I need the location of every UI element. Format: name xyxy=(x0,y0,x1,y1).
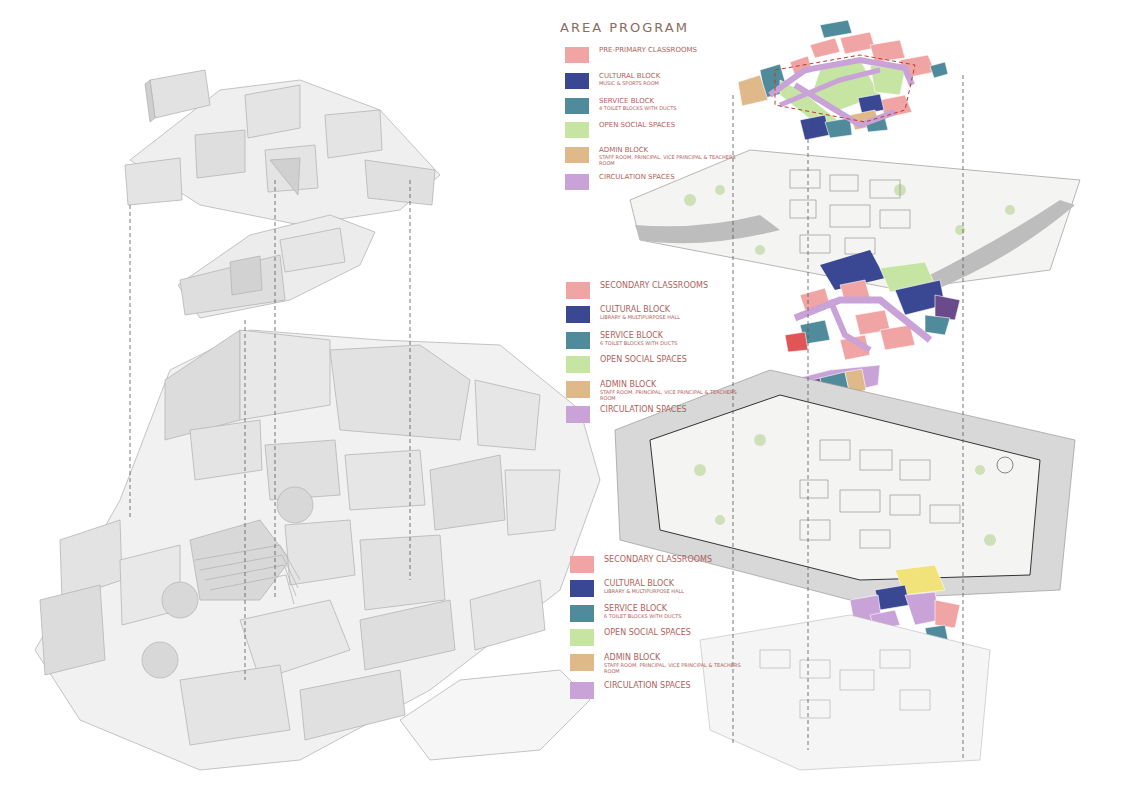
legend-subtext: STAFF ROOM, PRINCIPAL, VICE PRINCIPAL & … xyxy=(604,662,754,674)
legend-text: CULTURAL BLOCK xyxy=(599,72,660,80)
legend-subtext: MUSIC & SPORTS ROOM xyxy=(599,80,659,86)
legend-text: CIRCULATION SPACES xyxy=(604,681,691,690)
legend-swatch xyxy=(565,98,589,114)
legend-subtext: STAFF ROOM, PRINCIPAL, VICE PRINCIPAL & … xyxy=(600,389,750,401)
legend-swatch xyxy=(565,147,589,163)
alignment-lines-plans xyxy=(733,75,963,760)
legend-text: CIRCULATION SPACES xyxy=(599,173,675,181)
legend-swatch xyxy=(570,682,594,699)
axonometric-model xyxy=(35,70,600,770)
legend-subtext: STAFF ROOM, PRINCIPAL, VICE PRINCIPAL & … xyxy=(599,154,749,166)
legend-text: CIRCULATION SPACES xyxy=(600,405,687,414)
legend-subtext: 4 TOILET BLOCKS WITH DUCTS xyxy=(599,105,676,111)
legend-text: SERVICE BLOCK xyxy=(600,331,663,340)
legend-text: OPEN SOCIAL SPACES xyxy=(600,355,687,364)
legend-text: SECONDARY CLASSROOMS xyxy=(604,555,712,564)
legend-swatch xyxy=(566,306,590,323)
legend-swatch xyxy=(570,654,594,671)
upper-floor-program xyxy=(738,20,948,140)
legend-swatch xyxy=(565,174,589,190)
legend-swatch xyxy=(566,356,590,373)
legend-text: SECONDARY CLASSROOMS xyxy=(600,281,708,290)
site-plan-lower xyxy=(700,615,990,770)
legend-subtext: 6 TOILET BLOCKS WITH DUCTS xyxy=(604,613,681,619)
legend-text: SERVICE BLOCK xyxy=(599,97,654,105)
legend-text: SERVICE BLOCK xyxy=(604,604,667,613)
legend-swatch xyxy=(565,122,589,138)
legend-subtext: LIBRARY & MULTIPURPOSE HALL xyxy=(604,588,684,594)
tree-symbols xyxy=(142,487,313,678)
legend-swatch xyxy=(565,47,589,63)
legend-swatch xyxy=(570,580,594,597)
legend-text: PRE-PRIMARY CLASSROOMS xyxy=(599,46,697,54)
legend-swatch xyxy=(570,605,594,622)
legend-swatch xyxy=(566,381,590,398)
legend-text: ADMIN BLOCK xyxy=(600,380,656,389)
site-plan-middle xyxy=(615,370,1075,600)
legend-text: OPEN SOCIAL SPACES xyxy=(604,628,691,637)
legend-text: CULTURAL BLOCK xyxy=(604,579,674,588)
alignment-lines xyxy=(130,180,410,680)
site-plan-upper xyxy=(630,150,1080,292)
legend-text: OPEN SOCIAL SPACES xyxy=(599,121,675,129)
legend-swatch xyxy=(570,629,594,646)
legend-swatch xyxy=(566,332,590,349)
legend-swatch xyxy=(566,406,590,423)
legend-subtext: LIBRARY & MULTIPURPOSE HALL xyxy=(600,314,680,320)
legend-title: AREA PROGRAM xyxy=(560,20,689,35)
legend-swatch xyxy=(566,282,590,299)
legend-swatch xyxy=(565,73,589,89)
legend-text: ADMIN BLOCK xyxy=(599,146,648,154)
legend-text: CULTURAL BLOCK xyxy=(600,305,670,314)
legend-text: ADMIN BLOCK xyxy=(604,653,660,662)
legend-swatch xyxy=(570,556,594,573)
legend-subtext: 6 TOILET BLOCKS WITH DUCTS xyxy=(600,340,677,346)
